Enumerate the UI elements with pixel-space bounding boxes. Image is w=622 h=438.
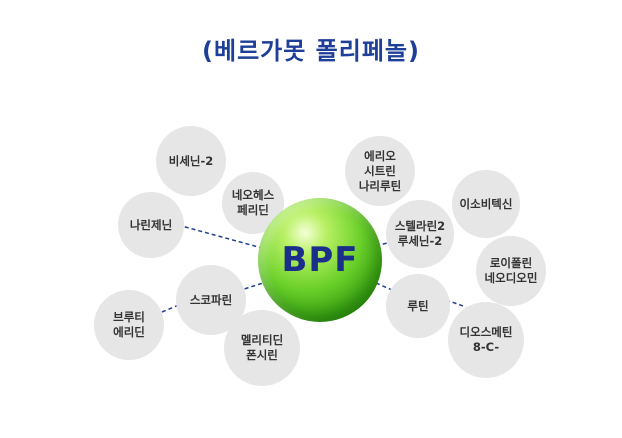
node-naringenin: 나린제닌 — [118, 192, 184, 258]
node-label: 스코파린 — [189, 292, 233, 307]
diagram-title: (베르가못 폴리페놀) — [202, 37, 420, 65]
node-label: 스텔라린2 루세닌-2 — [394, 219, 446, 248]
node-label: 비세닌-2 — [168, 153, 214, 168]
node-label: 로이폴린 네오디오민 — [484, 256, 538, 285]
node-label: 에리오 시트린 나리루틴 — [358, 148, 402, 193]
node-vicenin-2: 비세닌-2 — [156, 126, 226, 196]
node-melitidin-poncirin: 멜리티딘 폰시린 — [224, 310, 300, 386]
node-rhoifolin-neodiosmin: 로이폴린 네오디오민 — [476, 236, 546, 306]
node-label: 나린제닌 — [129, 217, 173, 232]
node-label: 루틴 — [407, 298, 429, 313]
center-bpf-sphere: BPF — [258, 198, 382, 322]
node-diosmetin: 디오스메틴 8-C- — [448, 302, 524, 378]
node-label: 브루티 에리딘 — [113, 310, 145, 339]
node-isovitexin: 이소비텍신 — [452, 170, 520, 238]
connector-naringenin — [177, 224, 263, 249]
node-label: 멜리티딘 폰시린 — [240, 333, 284, 362]
node-label: 이소비텍신 — [459, 196, 513, 211]
connector-scoparin — [237, 281, 267, 292]
node-stellarin-lucenin: 스텔라린2 루세닌-2 — [386, 200, 454, 268]
node-label: 네오헤스 페리딘 — [231, 188, 275, 217]
center-label: BPF — [281, 240, 359, 280]
node-rutin: 루틴 — [386, 274, 450, 338]
connector-rutin — [375, 282, 393, 291]
node-brutieridin: 브루티 에리딘 — [94, 290, 164, 360]
node-label: 디오스메틴 8-C- — [459, 325, 513, 354]
node-eriocitrin-narirutin: 에리오 시트린 나리루틴 — [345, 136, 415, 206]
